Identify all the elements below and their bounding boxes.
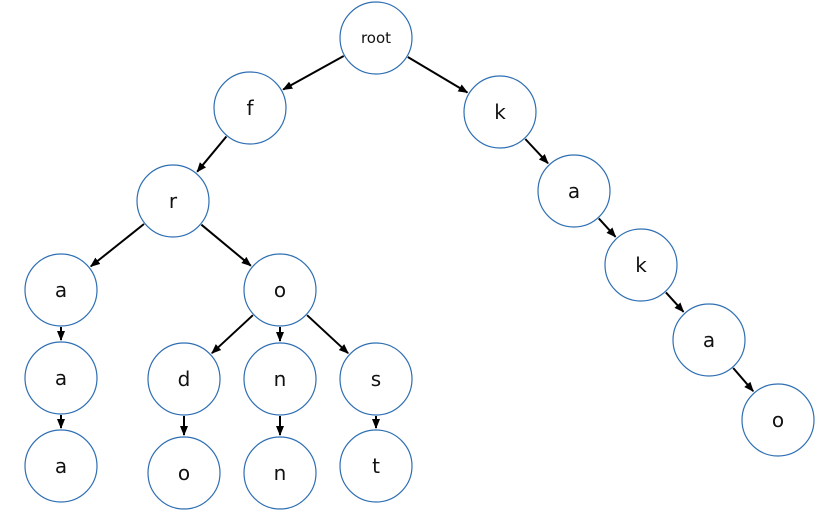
- node-circle: [147, 436, 221, 510]
- node-circle: [243, 253, 317, 327]
- node-label: a: [568, 179, 580, 203]
- trie-node-a_l3: a: [24, 429, 98, 503]
- node-label: k: [494, 100, 506, 124]
- trie-node-o_mid: o: [243, 253, 317, 327]
- node-label: o: [274, 278, 286, 302]
- trie-node-r: r: [136, 164, 210, 238]
- trie-node-a_r2: a: [672, 303, 746, 377]
- node-circle: [672, 303, 746, 377]
- node-label: a: [55, 278, 67, 302]
- node-label: o: [772, 408, 784, 432]
- node-circle: [339, 429, 413, 503]
- node-circle: [537, 154, 611, 228]
- node-circle: [243, 436, 317, 510]
- node-circle: [604, 228, 678, 302]
- trie-node-a_r1: a: [537, 154, 611, 228]
- edge-f-to-r: [196, 135, 228, 173]
- trie-node-o_end: o: [741, 383, 815, 457]
- trie-node-k1: k: [463, 75, 537, 149]
- node-circle: [24, 429, 98, 503]
- trie-node-n2: n: [243, 436, 317, 510]
- node-circle: [243, 342, 317, 416]
- node-circle: [339, 1, 413, 75]
- node-label: n: [274, 367, 287, 391]
- node-circle: [463, 75, 537, 149]
- node-label: a: [55, 366, 67, 390]
- node-circle: [213, 71, 287, 145]
- node-label: s: [371, 367, 381, 391]
- edge-r-to-o_mid: [200, 223, 252, 267]
- node-circle: [741, 383, 815, 457]
- node-label: f: [246, 96, 254, 120]
- node-label: o: [178, 461, 190, 485]
- node-label: n: [274, 461, 287, 485]
- edges-layer: [57, 55, 754, 436]
- trie-node-f: f: [213, 71, 287, 145]
- node-label: r: [169, 189, 178, 213]
- trie-node-n1: n: [243, 342, 317, 416]
- trie-node-o_d: o: [147, 436, 221, 510]
- edge-o_mid-to-d: [211, 314, 254, 354]
- edge-root-to-f: [282, 55, 345, 91]
- node-label: root: [361, 29, 391, 47]
- node-label: d: [178, 367, 191, 391]
- node-circle: [24, 341, 98, 415]
- edge-r-to-a_l1: [90, 223, 145, 268]
- trie-node-d: d: [147, 342, 221, 416]
- node-circle: [24, 253, 98, 327]
- trie-node-a_l1: a: [24, 253, 98, 327]
- edge-k2-to-a_r2: [665, 291, 685, 313]
- edge-k1-to-a_r1: [524, 138, 549, 165]
- edge-a_r1-to-k2: [598, 217, 617, 238]
- edge-root-to-k1: [407, 56, 469, 94]
- node-label: a: [703, 328, 715, 352]
- trie-node-a_l2: a: [24, 341, 98, 415]
- trie-node-t: t: [339, 429, 413, 503]
- edge-a_r2-to-o_end: [732, 367, 754, 392]
- node-label: a: [55, 454, 67, 478]
- trie-node-root: root: [339, 1, 413, 75]
- node-label: t: [372, 454, 380, 478]
- node-label: k: [635, 253, 647, 277]
- trie-node-s: s: [339, 342, 413, 416]
- node-circle: [339, 342, 413, 416]
- node-circle: [147, 342, 221, 416]
- edge-o_mid-to-s: [306, 314, 349, 354]
- trie-node-k2: k: [604, 228, 678, 302]
- node-circle: [136, 164, 210, 238]
- nodes-layer: root f k r a o a a d n s o n t a k a o: [24, 1, 815, 510]
